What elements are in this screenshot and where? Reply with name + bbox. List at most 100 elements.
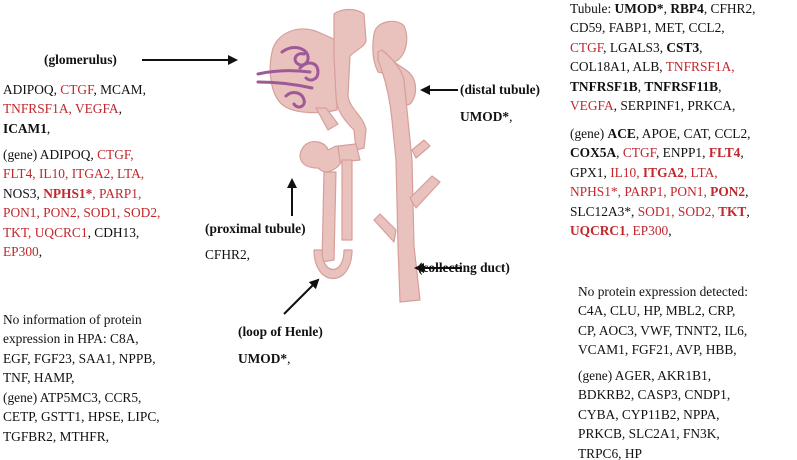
marker-text: ,: [118, 101, 122, 117]
marker-text: , CFHR2,: [703, 1, 756, 16]
marker-line: EP300,: [3, 242, 160, 261]
marker-text: ,: [746, 203, 750, 219]
marker-text: Tubule:: [570, 1, 615, 16]
marker-text: ,: [46, 120, 51, 136]
marker-text: TNFRSF1A, VEGFA: [3, 101, 119, 117]
marker-line: TNFRSF1B, TNFRSF11B,: [570, 77, 756, 96]
marker-text: CFHR2,: [205, 247, 251, 262]
marker-line: CETP, GSTT1, HPSE, LIPC,: [3, 407, 160, 426]
marker-line: CFHR2,: [205, 245, 250, 264]
marker-text: GPX1,: [570, 164, 611, 180]
marker-line: (gene) ATP5MC3, CCR5,: [3, 388, 160, 407]
nephron-tubule-shape: [269, 8, 441, 303]
marker-text: ,: [287, 351, 291, 366]
marker-text: FLT4, IL10, ITGA2, LTA,: [3, 166, 145, 182]
marker-text: ADIPOQ,: [3, 82, 61, 97]
marker-text: ,: [699, 39, 703, 55]
marker-line: COL18A1, ALB, TNFRSF1A,: [570, 57, 756, 76]
marker-text: ,: [718, 78, 722, 94]
marker-text: CTGF,: [97, 147, 134, 162]
marker-text: UMOD*: [614, 1, 664, 16]
marker-text: ITGA2: [642, 164, 684, 180]
marker-text: TGFBR2, MTHFR,: [3, 428, 110, 444]
marker-line: C4A, CLU, HP, MBL2, CRP,: [578, 301, 748, 320]
marker-line: EGF, FGF23, SAA1, NPPB,: [3, 349, 156, 368]
loop-of-henle-arrow: [283, 278, 320, 315]
marker-line: NPHS1*, PARP1, PON1, PON2,: [570, 182, 751, 201]
marker-line: UMOD*,: [460, 107, 512, 126]
marker-text: EP300: [3, 244, 39, 260]
marker-text: (gene): [570, 126, 608, 141]
marker-text: ,: [509, 109, 513, 124]
marker-line: SLC12A3*, SOD1, SOD2, TKT,: [570, 202, 751, 221]
marker-text: , LTA,: [683, 164, 718, 180]
marker-line: ICAM1,: [3, 119, 146, 138]
glomerulus-protein-list: ADIPOQ, CTGF, MCAM,TNFRSF1A, VEGFA,ICAM1…: [3, 80, 146, 138]
marker-line: CP, AOC3, VWF, TNNT2, IL6,: [578, 321, 748, 340]
marker-text: TNFRSF1B: [570, 78, 638, 94]
marker-text: , APOE, CAT, CCL2,: [635, 126, 751, 141]
marker-text: UMOD*: [460, 109, 510, 124]
marker-line: TRPC6, HP: [578, 444, 730, 460]
marker-text: CTGF: [622, 145, 656, 161]
marker-text: BDKRB2, CASP3, CNDP1,: [578, 387, 731, 403]
marker-line: VEGFA, SERPINF1, PRKCA,: [570, 96, 756, 115]
marker-text: No protein expression detected:: [578, 284, 748, 299]
marker-text: TKT: [718, 203, 747, 219]
marker-line: PRKCB, SLC2A1, FN3K,: [578, 424, 730, 443]
tubule-gene-list: (gene) ACE, APOE, CAT, CCL2, COX5A, CTGF,…: [570, 124, 751, 240]
marker-line: FLT4, IL10, ITGA2, LTA,: [3, 164, 160, 183]
tubule-protein-list: Tubule: UMOD*, RBP4, CFHR2, CD59, FABP1, …: [570, 0, 756, 115]
marker-text: VCAM1, FGF21, AVP, HBB,: [578, 342, 737, 358]
marker-line: UMOD*,: [238, 349, 290, 368]
marker-text: IL10,: [610, 164, 643, 180]
arrows: [142, 55, 462, 315]
marker-line: No protein expression detected:: [578, 282, 748, 301]
proximal-tubule-list: CFHR2,: [205, 245, 250, 264]
marker-line: BDKRB2, CASP3, CNDP1,: [578, 385, 730, 404]
loop-of-henle-list: UMOD*,: [238, 349, 290, 368]
marker-text: FLT4: [708, 145, 741, 161]
marker-text: (gene) AGER, AKR1B1,: [578, 368, 712, 383]
marker-text: TNFRSF11B: [644, 78, 719, 94]
no-protein-gene-list: (gene) AGER, AKR1B1, BDKRB2, CASP3, CNDP1…: [578, 366, 730, 460]
marker-text: No information of protein: [3, 312, 142, 327]
marker-line: TGFBR2, MTHFR,: [3, 427, 160, 446]
marker-text: SLC12A3*,: [570, 203, 638, 219]
marker-line: COX5A, CTGF, ENPP1, FLT4,: [570, 143, 751, 162]
marker-text: SOD1, SOD2,: [637, 203, 719, 219]
marker-text: ,: [668, 223, 672, 239]
marker-text: TNF, HAMP,: [3, 370, 75, 386]
marker-line: NOS3, NPHS1*, PARP1,: [3, 184, 160, 203]
marker-text: VEGFA: [570, 98, 614, 114]
glomerulus-label: (glomerulus): [44, 52, 117, 67]
marker-text: , PARP1,: [92, 185, 142, 201]
marker-line: UQCRC1, EP300,: [570, 221, 751, 240]
marker-text: , CDH13,: [87, 224, 140, 240]
marker-text: CTGF: [570, 39, 604, 55]
proximal-tubule-label: (proximal tubule): [205, 221, 306, 236]
glomerulus-tuft: [256, 46, 320, 109]
marker-text: TNFRSF1A,: [665, 59, 735, 75]
marker-text: ACE: [607, 126, 636, 141]
collecting-duct-label: (collecting duct): [418, 260, 510, 275]
marker-text: ,: [663, 1, 671, 16]
marker-text: CD59, FABP1, MET, CCL2,: [570, 20, 725, 36]
marker-text: (gene) ATP5MC3, CCR5,: [3, 390, 142, 405]
marker-line: (gene) ADIPOQ, CTGF,: [3, 145, 160, 164]
marker-text: RBP4: [670, 1, 704, 16]
marker-line: (gene) AGER, AKR1B1,: [578, 366, 730, 385]
marker-text: TKT, UQCRC1: [3, 224, 88, 240]
marker-text: NPHS1*, PARP1, PON1,: [570, 184, 711, 200]
marker-line: VCAM1, FGF21, AVP, HBB,: [578, 340, 748, 359]
marker-text: UQCRC1: [570, 223, 626, 239]
loop-of-henle-label: (loop of Henle): [238, 324, 323, 339]
marker-text: , LGALS3,: [603, 39, 667, 55]
marker-text: ,: [745, 184, 749, 200]
marker-text: COX5A: [570, 145, 617, 161]
marker-text: ,: [616, 145, 623, 161]
no-protein-list: No protein expression detected: C4A, CLU,…: [578, 282, 748, 360]
glomerulus-gene-list: (gene) ADIPOQ, CTGF, FLT4, IL10, ITGA2, L…: [3, 145, 160, 261]
marker-line: CD59, FABP1, MET, CCL2,: [570, 18, 756, 37]
